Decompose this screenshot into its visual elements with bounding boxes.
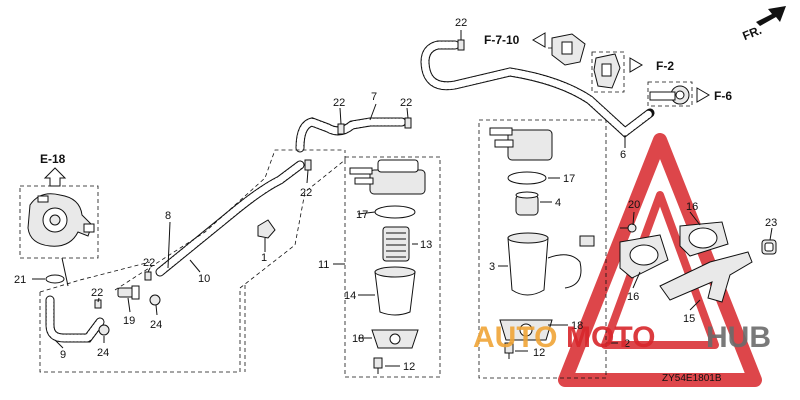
f-6-joint-icon [649, 85, 690, 105]
watermark-auto: AUTO [473, 321, 557, 354]
o-ring-17-right [507, 171, 547, 185]
callout-13[interactable]: 13 [420, 239, 432, 251]
hose-10 [155, 160, 305, 277]
ref-f-7-10[interactable]: F-7-10 [484, 33, 520, 47]
clip-24-upper-icon [149, 294, 161, 306]
strainer-bracket-16-right [679, 221, 729, 257]
callout-15[interactable]: 15 [683, 313, 695, 325]
f-7-10-arrow-icon [532, 32, 546, 48]
filter-element-icon [382, 226, 410, 262]
callout-22-hose7-left[interactable]: 22 [333, 97, 345, 109]
callout-11[interactable]: 11 [318, 259, 329, 271]
callout-1[interactable]: 1 [261, 252, 267, 264]
clip-1-icon [257, 219, 276, 239]
bolt-12-left-icon [373, 357, 383, 374]
callout-19[interactable]: 19 [123, 315, 135, 327]
strainer-gasket-icon [499, 319, 553, 341]
callout-3[interactable]: 3 [489, 261, 495, 273]
callout-20[interactable]: 20 [628, 199, 640, 211]
strainer-cap-icon [489, 127, 553, 161]
small-parts-left [45, 39, 465, 336]
fuel-strainer-assembly [489, 127, 595, 359]
fr-arrow-icon [756, 6, 786, 26]
leader-lines [32, 30, 773, 367]
callout-22-mid[interactable]: 22 [300, 187, 312, 199]
callout-4[interactable]: 4 [555, 197, 561, 209]
band-21-icon [45, 274, 65, 284]
callout-17-right[interactable]: 17 [563, 173, 575, 185]
f-2-arrow-icon [629, 57, 643, 73]
fuel-pump-group: E-18 [19, 152, 99, 287]
filter-cap-icon [349, 159, 426, 195]
callout-12-right[interactable]: 12 [533, 347, 545, 359]
assembly-outlines [39, 119, 607, 379]
fuel-pump-icon [27, 193, 95, 247]
callout-numbers: 1 2 3 4 6 7 8 9 10 11 12 12 13 14 15 16 … [14, 17, 777, 373]
callout-7[interactable]: 7 [371, 91, 377, 103]
callout-16-right[interactable]: 16 [686, 201, 698, 213]
watermark-text: AUTO MOTO HUB [473, 321, 771, 354]
ref-f-2[interactable]: F-2 [656, 59, 674, 73]
callout-14[interactable]: 14 [344, 290, 356, 302]
strainer-bracket-16-left [619, 234, 669, 279]
callout-22-top[interactable]: 22 [455, 17, 467, 29]
fuel-filter-assembly [349, 159, 426, 374]
watermark-triangle [558, 133, 762, 387]
callout-10[interactable]: 10 [198, 273, 210, 285]
bolt-12-right-icon [504, 342, 514, 359]
watermark-hub: HUB [706, 321, 771, 354]
bolt-20-icon [620, 223, 637, 233]
callout-12-left[interactable]: 12 [403, 361, 415, 373]
hose-6 [420, 40, 655, 138]
filter-cup-icon [374, 266, 416, 316]
callout-24-lower[interactable]: 24 [97, 347, 109, 359]
callout-2[interactable]: 2 [624, 338, 630, 350]
callout-16-left[interactable]: 16 [627, 291, 639, 303]
front-direction-arrow: FR. [740, 6, 786, 43]
ref-e18[interactable]: E-18 [40, 152, 66, 166]
callout-24-upper[interactable]: 24 [150, 319, 162, 331]
ref-f-6[interactable]: F-6 [714, 89, 732, 103]
f-7-10-joint-icon [551, 33, 586, 66]
callout-22-joint[interactable]: 22 [143, 257, 155, 269]
hose-7 [295, 117, 407, 153]
f-6-arrow-icon [696, 87, 710, 103]
callout-18-right[interactable]: 18 [571, 320, 583, 332]
callout-17-left[interactable]: 17 [356, 209, 368, 221]
hoses [45, 40, 655, 343]
up-arrow-icon [43, 167, 67, 187]
f-2-joint-icon [593, 53, 621, 89]
clip-24-lower-icon [98, 324, 110, 336]
callout-18-left[interactable]: 18 [352, 333, 364, 345]
grommet-23-icon [761, 239, 777, 255]
callout-22-hose7-right[interactable]: 22 [400, 97, 412, 109]
bracket-parts [619, 221, 777, 303]
filter-gasket-icon [371, 329, 419, 349]
fr-label: FR. [740, 23, 763, 43]
callout-6[interactable]: 6 [620, 149, 626, 161]
hose-9 [45, 295, 105, 343]
watermark-moto: MOTO [566, 321, 655, 354]
callout-22-lower[interactable]: 22 [91, 287, 103, 299]
joint-19-icon [117, 285, 140, 300]
joint-parts: F-7-10 F-2 F-6 [484, 32, 732, 107]
diagram-code: ZY54E1801B [662, 373, 722, 384]
float-icon [515, 191, 539, 216]
mounting-stay-15 [659, 251, 753, 303]
callout-21[interactable]: 21 [14, 274, 26, 286]
callout-8[interactable]: 8 [165, 210, 171, 222]
strainer-cup-icon [507, 232, 595, 296]
strainer-assembly-frame [478, 119, 607, 379]
pump-dashed-frame [19, 185, 99, 259]
callout-9[interactable]: 9 [60, 349, 66, 361]
filter-assembly-frame [344, 156, 441, 378]
callout-23[interactable]: 23 [765, 217, 777, 229]
o-ring-17-left [374, 205, 416, 219]
